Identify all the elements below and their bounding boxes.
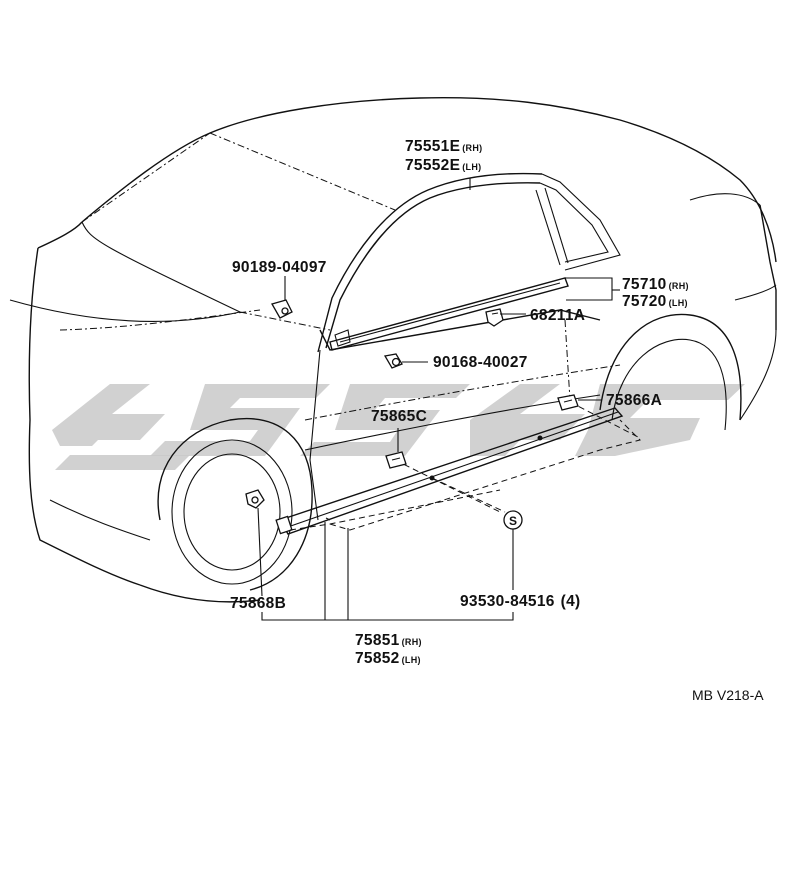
- diagram-code: MB V218-A: [692, 687, 764, 703]
- rocker-moulding: [275, 401, 641, 535]
- part-number-75710: 75710(RH): [622, 276, 689, 293]
- part-number-75866A: 75866A: [606, 392, 662, 409]
- part-number-75851: 75851(RH): [355, 632, 422, 649]
- part-number-68211A: 68211A: [530, 307, 585, 324]
- car-body: [9, 97, 777, 603]
- screw-marker-letter: S: [509, 514, 517, 528]
- screw-90168-40027: [383, 353, 403, 369]
- clip-90189-04097: [271, 299, 293, 319]
- part-number-75868B: 75868B: [230, 595, 286, 612]
- part-number-75552E: 75552E(LH): [405, 157, 481, 174]
- screw-marker-symbol: S: [503, 510, 523, 530]
- clip-75868B: [245, 489, 265, 509]
- part-number-90168-40027: 90168-40027: [433, 354, 528, 371]
- part-number-90189-04097: 90189-04097: [232, 259, 327, 276]
- part-labels: 75551E(RH) 75552E(LH) 90189-04097 90168-…: [230, 138, 764, 703]
- watermark-logo: [52, 384, 745, 470]
- part-number-93530-84516: 93530-84516(4): [460, 593, 581, 610]
- part-number-75865C: 75865C: [371, 408, 427, 425]
- fastener-clips: S: [245, 299, 579, 530]
- part-number-75551E: 75551E(RH): [405, 138, 482, 155]
- leader-lines: [257, 178, 620, 621]
- part-number-75720: 75720(LH): [622, 293, 688, 310]
- clip-75865C: [385, 451, 407, 469]
- clip-75866A: [557, 394, 579, 411]
- part-number-75852: 75852(LH): [355, 650, 421, 667]
- clip-68211A: [485, 308, 504, 327]
